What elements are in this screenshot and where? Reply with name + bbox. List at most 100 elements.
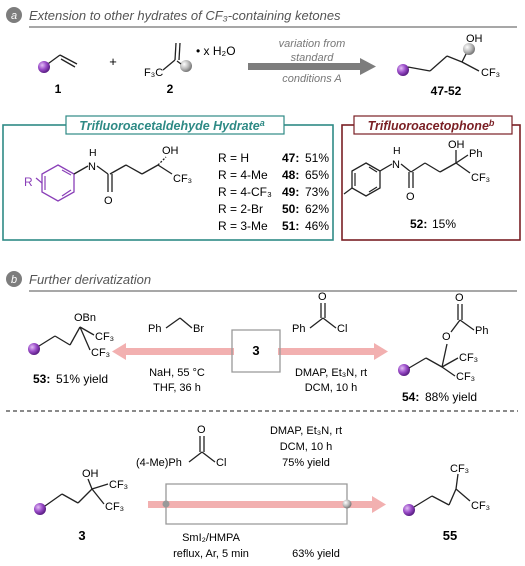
phenyl-right: Ph — [469, 148, 482, 160]
hydroxyl-left: OH — [162, 145, 179, 157]
section-b-letter: b — [11, 274, 17, 286]
product-54-cf3-b: CF₃ — [456, 371, 475, 383]
bnbr-ph: Ph — [148, 323, 161, 335]
carbonyl-o-right: O — [406, 191, 415, 203]
box-left-title: Trifluoroacetaldehyde Hydrate — [79, 119, 259, 133]
label-products: 47-52 — [431, 84, 462, 98]
bnbr-br: Br — [193, 323, 204, 335]
row-pct-4: 46% — [305, 219, 329, 233]
box-trifluoroacetophone: Trifluoroacetophoneb H N O OH Ph CF₃ 52:… — [341, 115, 521, 241]
start-cf3-a: CF₃ — [109, 479, 128, 491]
cond-bot-2: reflux, Ar, 5 min — [173, 548, 249, 560]
product-53-yield: 51% yield — [56, 372, 108, 386]
reagent-2: F₃C • x H₂O 2 — [144, 42, 236, 96]
row-r-0: R = H — [218, 151, 249, 165]
gray-substituent-ball — [180, 60, 192, 72]
plus-sign: + — [109, 54, 117, 69]
svg-text:Trifluoroacetophoneb: Trifluoroacetophoneb — [368, 118, 495, 133]
label-compound-1: 1 — [55, 82, 62, 96]
cond-top-3: 75% yield — [282, 457, 330, 469]
aryl-ring-right — [343, 162, 381, 197]
yield-52-pct: 15% — [432, 217, 456, 231]
right-cond-2: DCM, 10 h — [305, 382, 358, 394]
product-cf3: CF₃ — [481, 67, 500, 79]
node-left — [162, 500, 170, 508]
nh-h-left: H — [89, 147, 97, 159]
product-55-cf3-a: CF₃ — [450, 463, 469, 475]
product-53-obn: OBn — [74, 312, 96, 324]
product-oh: OH — [466, 33, 483, 45]
row-pct-0: 51% — [305, 151, 329, 165]
row-num-0: 47: — [282, 151, 299, 165]
carbonyl-o-left: O — [104, 195, 113, 207]
row-r-3: R = 2-Br — [218, 202, 263, 216]
product-53-cf3-b: CF₃ — [91, 347, 110, 359]
cond-bot-yield: 63% yield — [292, 548, 340, 560]
row-pct-2: 73% — [305, 185, 329, 199]
hydroxyl-right: OH — [448, 139, 465, 151]
left-cond-2: THF, 36 h — [153, 382, 201, 394]
reaction-arrow-a: variation from standard conditions A — [248, 38, 376, 85]
cond-top-2: DCM, 10 h — [280, 441, 333, 453]
product-53-num: 53: — [33, 372, 50, 386]
product-55-label: 55 — [443, 528, 457, 543]
reagent-benzyl-bromide: Ph Br NaH, 55 °C THF, 36 h — [148, 317, 205, 394]
product-55: CF₃ CF₃ 55 — [403, 463, 490, 543]
label-compound-2: 2 — [167, 82, 174, 96]
bzcl-o: O — [318, 291, 327, 303]
reagent-2-hydrate: • x H₂O — [196, 44, 236, 58]
product-53: OBn CF₃ CF₃ 53: 51% yield — [28, 312, 114, 386]
start-label-3: 3 — [78, 528, 85, 543]
bzcl-ph: Ph — [292, 323, 305, 335]
product-54: O O Ph CF₃ CF₃ 54: 88% yield — [398, 292, 488, 404]
arrow-right-head — [374, 343, 388, 360]
yield-table: R = H 47: 51% R = 4-Me 48: 65% R = 4-CF₃… — [218, 151, 329, 233]
toluoyl-prefix: (4-Me)Ph — [136, 457, 182, 469]
section-a-header: a Extension to other hydrates of CF₃-con… — [6, 7, 517, 28]
product-47-52: OH CF₃ 47-52 — [397, 33, 500, 98]
r-substituent-label: R — [24, 175, 33, 189]
product-54-yield: 88% yield — [425, 390, 477, 404]
label-compound-3: 3 — [252, 343, 259, 358]
svg-text:Trifluoroacetaldehyde Hydratea: Trifluoroacetaldehyde Hydratea — [79, 118, 264, 133]
product-53-cf3-a: CF₃ — [95, 331, 114, 343]
node-right — [342, 499, 352, 509]
row-r-4: R = 3-Me — [218, 219, 268, 233]
product-54-num: 54: — [402, 390, 419, 404]
left-cond-1: NaH, 55 °C — [149, 367, 205, 379]
start-oh: OH — [82, 468, 99, 480]
scheme-c: OH CF₃ CF₃ 3 (4-Me)Ph O Cl DMAP, Et₃N, r… — [34, 424, 490, 560]
section-a-badge — [6, 7, 22, 23]
cond-a-line3: conditions A — [282, 73, 342, 85]
section-a-letter: a — [11, 10, 17, 22]
nh-h-right: H — [393, 145, 401, 157]
start-cf3-b: CF₃ — [105, 501, 124, 513]
nh-n-left: N — [88, 161, 96, 173]
cf3-left: CF₃ — [173, 173, 192, 185]
arrow-right-shaft — [278, 348, 374, 355]
row-num-4: 51: — [282, 219, 299, 233]
arrow-c-head — [372, 496, 386, 513]
product-54-o-ester: O — [442, 331, 451, 343]
aryl-ring-left: R — [24, 164, 75, 202]
toluoyl-cl: Cl — [216, 457, 226, 469]
box-right-title: Trifluoroacetophone — [368, 119, 489, 133]
product-55-cf3-b: CF₃ — [471, 500, 490, 512]
product-54-o-carbonyl: O — [455, 292, 464, 304]
row-pct-3: 62% — [305, 202, 329, 216]
row-num-2: 49: — [282, 185, 299, 199]
cond-bot-1: SmI₂/HMPA — [182, 532, 241, 544]
cond-a-line1: variation from — [279, 38, 346, 50]
section-b-title: Further derivatization — [29, 272, 151, 287]
right-cond-1: DMAP, Et₃N, rt — [295, 367, 367, 379]
row-pct-1: 65% — [305, 168, 329, 182]
bzcl-cl: Cl — [337, 323, 347, 335]
row-num-3: 50: — [282, 202, 299, 216]
box-trifluoroacetaldehyde: Trifluoroacetaldehyde Hydratea R H N O O… — [2, 115, 334, 241]
alkene-1: 1 — [38, 54, 78, 96]
product-54-cf3-a: CF₃ — [459, 352, 478, 364]
scheme-a: 1 + F₃C • x H₂O 2 variation from standar… — [38, 33, 500, 98]
row-r-1: R = 4-Me — [218, 168, 268, 182]
cond-a-line2: standard — [291, 52, 335, 64]
